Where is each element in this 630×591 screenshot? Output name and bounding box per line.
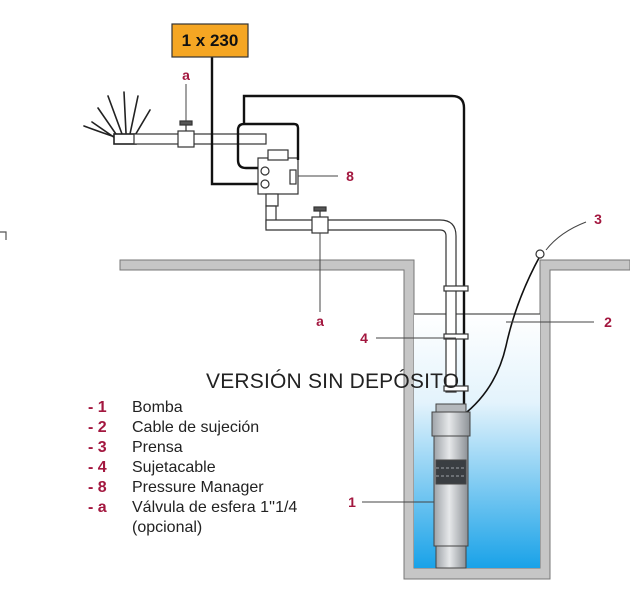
legend-item-label: Bomba xyxy=(132,399,183,416)
legend-item-key: - 1 xyxy=(88,399,107,416)
legend-item-label: Pressure Manager xyxy=(132,479,264,496)
support-cable xyxy=(461,255,541,417)
ball-valve-top-icon xyxy=(177,120,195,148)
outlet-pipe xyxy=(133,133,267,145)
legend-item-label: Cable de sujeción xyxy=(132,419,260,436)
callout-valve-top: a xyxy=(182,67,190,83)
callout-pressure-manager: 8 xyxy=(346,168,354,184)
callout-support-cable: 2 xyxy=(604,314,612,330)
legend-item: - 1 Bomba xyxy=(88,398,348,418)
press-icon xyxy=(535,249,545,259)
legend-item: - 3 Prensa xyxy=(88,438,348,458)
legend-item-key: - a xyxy=(88,499,107,516)
legend-item-key: - 3 xyxy=(88,439,107,456)
callout-lines xyxy=(185,84,594,503)
pump-cable-down xyxy=(242,94,466,404)
legend-item-key: - 2 xyxy=(88,419,107,436)
callout-cable-holder: 4 xyxy=(360,330,368,346)
pressure-manager-icon xyxy=(257,149,299,207)
callout-valve-bottom: a xyxy=(316,313,324,329)
pump-cable xyxy=(236,122,300,170)
legend-title: VERSIÓN SIN DEPÓSITO xyxy=(206,370,460,393)
callout-press: 3 xyxy=(594,211,602,227)
legend-items: - 1 Bomba - 2 Cable de sujeción - 3 Prensa - 4… xyxy=(88,398,348,538)
legend-item-label: Válvula de esfera 1''1/4 (opcional) xyxy=(132,499,298,536)
ball-valve-bottom-icon xyxy=(311,206,329,234)
power-label: 1 x 230 xyxy=(182,31,239,50)
left-edge-mark xyxy=(0,231,7,240)
riser-pipe xyxy=(265,205,457,393)
legend-item: - a Válvula de esfera 1''1/4 (opcional) xyxy=(88,498,348,538)
legend-item-key: - 4 xyxy=(88,459,107,476)
legend-item: - 2 Cable de sujeción xyxy=(88,418,348,438)
legend-item-label: Prensa xyxy=(132,439,183,456)
legend: VERSIÓN SIN DEPÓSITO - 1 Bomba - 2 Cable de… xyxy=(88,370,460,538)
legend-item: - 4 Sujetacable xyxy=(88,458,348,478)
power-cable xyxy=(210,57,258,186)
callout-pump: 1 xyxy=(348,494,356,510)
legend-item-key: - 8 xyxy=(88,479,107,496)
legend-item: - 8 Pressure Manager xyxy=(88,478,348,498)
power-supply-box: 1 x 230 xyxy=(171,23,249,58)
submersible-pump-icon xyxy=(431,403,471,569)
cable-holders xyxy=(443,285,469,392)
well-water xyxy=(414,314,540,568)
legend-item-label: Sujetacable xyxy=(132,459,216,476)
